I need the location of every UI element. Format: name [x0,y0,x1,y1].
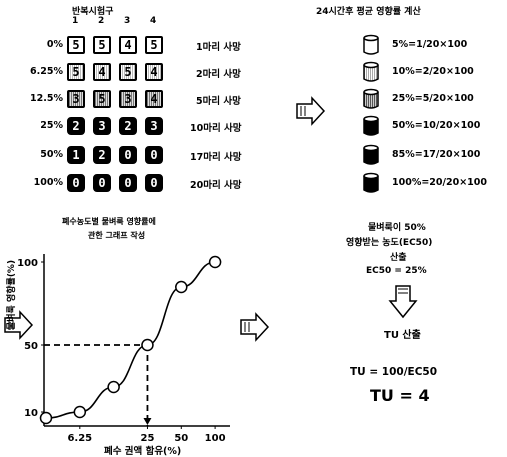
average-rate-formula: 5%=1/20×100 [392,39,468,50]
average-rate-formula: 100%=20/20×100 [392,177,488,188]
series-line [45,261,216,419]
replicate-box: 3 [93,117,111,135]
data-point [39,411,53,425]
col-header: 3 [124,16,131,26]
ec50-value: EC50 = 25% [366,266,427,276]
data-point [107,380,120,394]
replicate-box: 2 [119,117,137,135]
replicate-box: 4 [119,36,137,54]
average-rate-formula: 85%=17/20×100 [392,149,481,160]
y-tick-label: 50 [24,341,38,352]
tu-title: TU 산출 [384,330,421,341]
replicate-box: 0 [145,146,163,164]
row-result: 1마리 사망 [196,42,241,53]
replicate-box: 5 [67,36,85,54]
replicate-box: 5 [145,36,163,54]
row-concentration: 50% [40,149,63,160]
arrow-down-icon [388,285,418,319]
x-tick-label: 6.25 [67,433,92,444]
ec50-line3: 산출 [390,253,407,263]
row-result: 17마리 사망 [190,152,242,163]
x-tick-label: 100 [205,433,226,444]
ec50-arrow-icon [143,418,152,425]
replicate-title: 반복시험구 [72,7,114,17]
replicate-box: 4 [93,63,111,81]
row-concentration: 100% [33,177,63,188]
row-result: 10마리 사망 [190,123,242,134]
beaker-icon [363,88,379,109]
x-tick-label: 25 [140,433,154,444]
row-concentration: 0% [46,39,63,50]
graph-axes: 100 50 10 6.25 25 50 100 [17,254,230,444]
beaker-icon [363,115,379,136]
replicate-box: 3 [119,90,137,108]
replicate-box: 0 [119,174,137,192]
y-tick-label: 10 [24,408,38,419]
ec50-line2: 영향받는 농도(EC50) [346,238,433,248]
tu-result: TU = 4 [370,386,430,405]
row-result: 2마리 사망 [196,69,241,80]
replicate-box: 1 [67,146,85,164]
row-concentration: 25% [40,120,63,131]
arrow-right-icon [296,96,326,126]
replicate-box: 5 [93,90,111,108]
average-rate-formula: 10%=2/20×100 [392,66,474,77]
replicate-box: 0 [119,146,137,164]
y-tick-label: 100 [17,258,38,269]
col-header: 4 [150,16,157,26]
beaker-icon [363,34,379,55]
data-point [141,338,154,352]
beaker-icon [363,61,379,82]
beaker-icon [363,144,379,165]
row-result: 20마리 사망 [190,180,242,191]
replicate-box: 2 [93,146,111,164]
row-result: 5마리 사망 [196,96,241,107]
data-point [208,255,222,269]
row-concentration: 12.5% [30,93,63,104]
arrow-right-icon [4,310,34,340]
replicate-box: 3 [145,117,163,135]
graph-title-line2: 관한 그래프 작성 [88,231,146,240]
beaker-icon [363,172,379,193]
average-rate-formula: 25%=5/20×100 [392,93,474,104]
replicate-box: 3 [67,90,85,108]
ec50-line1: 물벼룩이 50% [368,223,426,233]
arrow-right-icon [240,312,270,342]
replicate-box: 4 [145,63,163,81]
replicate-box: 0 [93,174,111,192]
col-header: 1 [72,16,79,26]
x-tick-label: 50 [174,433,188,444]
replicate-box: 5 [67,63,85,81]
col-header: 2 [98,16,105,26]
data-point [175,280,188,294]
replicate-box: 4 [145,90,163,108]
replicate-box: 0 [145,174,163,192]
ec50-graph: 100 50 10 6.25 25 50 100 [17,254,230,444]
replicate-box: 0 [67,174,85,192]
replicate-box: 2 [67,117,85,135]
data-point [73,405,87,419]
tu-formula: TU = 100/EC50 [350,366,438,378]
x-axis-label: 폐수 권액 함유(%) [104,446,182,457]
replicate-box: 5 [119,63,137,81]
average-rate-title: 24시간후 평균 영향률 계산 [316,7,421,17]
average-rate-formula: 50%=10/20×100 [392,120,481,131]
y-axis-label: 물벼룩 영향률(%) [7,259,17,330]
graph-title-line1: 폐수농도별 물벼룩 영향률에 [62,217,156,226]
graph-marks [39,255,222,426]
row-concentration: 6.25% [30,66,63,77]
replicate-box: 5 [93,36,111,54]
